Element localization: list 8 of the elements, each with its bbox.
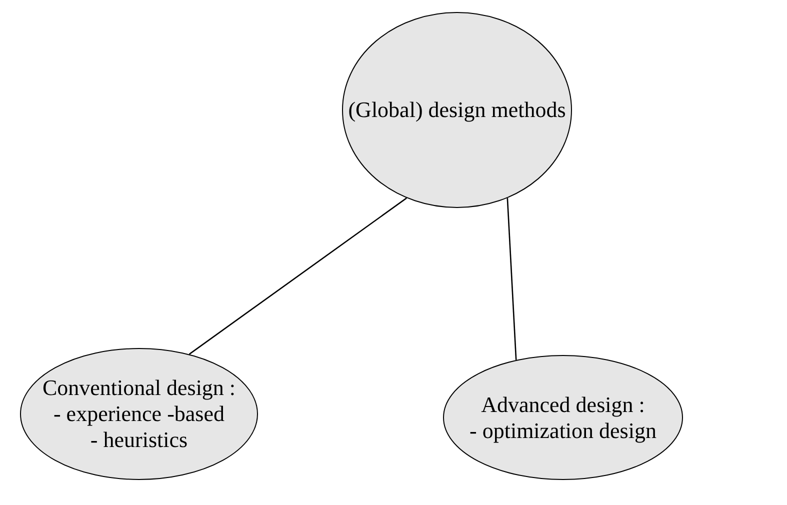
node-text: - experience -based bbox=[53, 401, 224, 427]
node-text: Conventional design : bbox=[42, 375, 236, 401]
node-text: - heuristics bbox=[90, 427, 188, 453]
node-text: - optimization design bbox=[470, 418, 656, 444]
node-text: Advanced design : bbox=[481, 392, 645, 418]
connector-line bbox=[506, 198, 517, 360]
node-text: (Global) design methods bbox=[348, 97, 566, 123]
connector-line bbox=[188, 198, 407, 355]
